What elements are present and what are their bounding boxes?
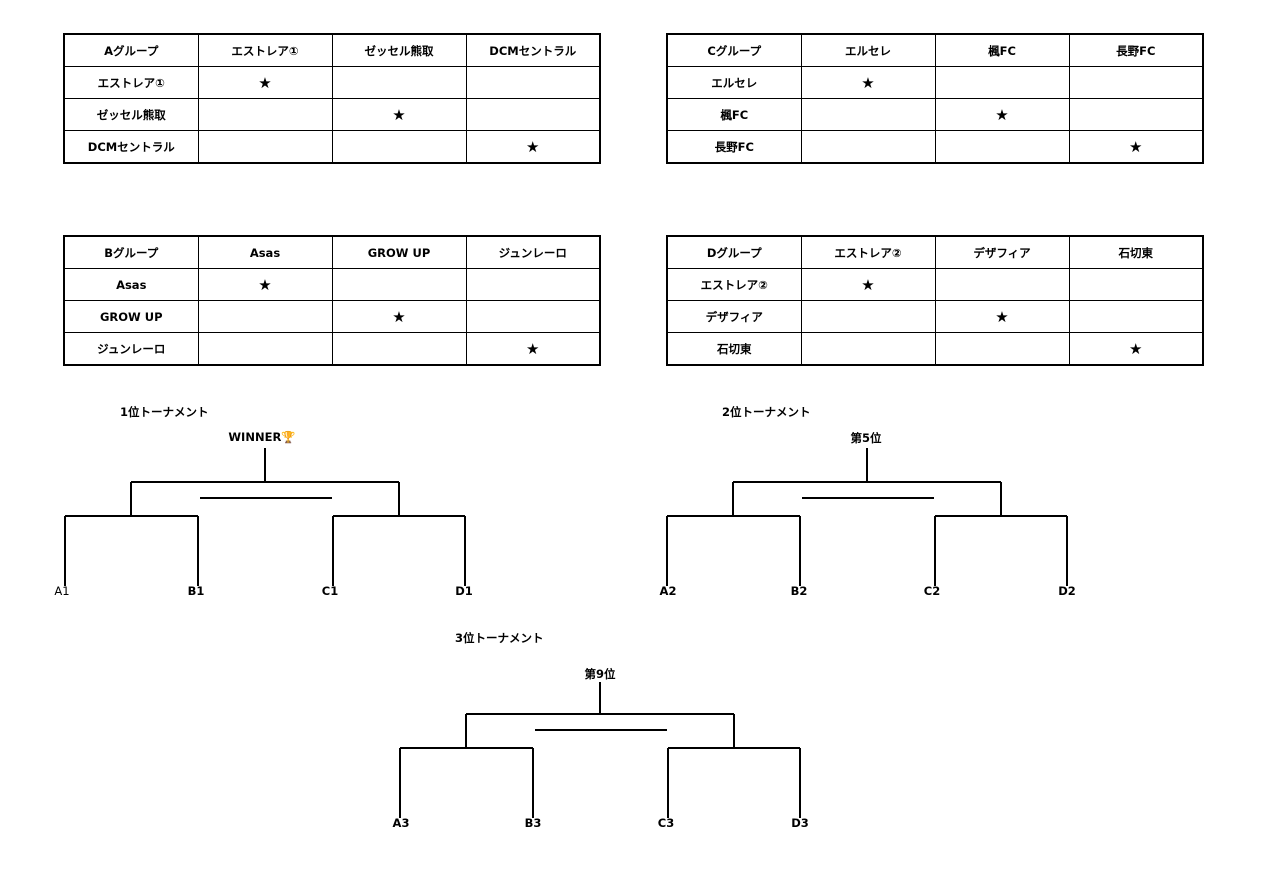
tournament-1-slot-a1: A1 (54, 584, 70, 598)
tournament-1-slot-c1: C1 (321, 584, 339, 598)
team-row-header: 長野FC (666, 130, 802, 164)
team-column-header: GROW UP (331, 235, 467, 269)
result-cell (934, 130, 1070, 164)
team-row-header: エストレア② (666, 268, 802, 301)
team-row-header: 楓FC (666, 98, 802, 131)
star-icon: ★ (465, 332, 601, 366)
tournament-2-slot-d2: D2 (1058, 584, 1076, 598)
star-icon: ★ (1068, 332, 1204, 366)
team-column-header: 楓FC (934, 33, 1070, 67)
result-cell (800, 300, 936, 333)
star-icon: ★ (465, 130, 601, 164)
team-row-header: デザフィア (666, 300, 802, 333)
group-c-row: エルセレ★ (666, 66, 1204, 99)
result-cell (197, 332, 333, 366)
group-b-row: ジュンレーロ ★ (63, 332, 601, 366)
team-column-header: エルセレ (800, 33, 936, 67)
star-icon: ★ (800, 66, 936, 99)
star-icon: ★ (934, 98, 1070, 131)
tournament-2-top-label: 第5位 (850, 431, 882, 445)
team-row-header: ゼッセル熊取 (63, 98, 199, 131)
result-cell (331, 332, 467, 366)
team-column-header: ジュンレーロ (465, 235, 601, 269)
result-cell (1068, 300, 1204, 333)
tournament-1-title: 1位トーナメント (120, 405, 209, 419)
tournament-3-slot-c3: C3 (657, 816, 675, 830)
tournament-1-top-label: WINNER🏆 (228, 430, 296, 444)
tournament-1-slot-b1: B1 (187, 584, 205, 598)
tournament-3-top-label: 第9位 (584, 667, 616, 681)
star-icon: ★ (331, 98, 467, 131)
tournament-2-slot-a2: A2 (659, 584, 677, 598)
team-row-header: DCMセントラル (63, 130, 199, 164)
tournament-3-slot-b3: B3 (524, 816, 542, 830)
tournament-3-slot-d3: D3 (791, 816, 809, 830)
team-column-header: デザフィア (934, 235, 1070, 269)
result-cell (800, 98, 936, 131)
result-cell (465, 300, 601, 333)
group-a-row: DCMセントラル ★ (63, 130, 601, 164)
result-cell (934, 268, 1070, 301)
result-cell (800, 332, 936, 366)
tournament-2-slot-c2: C2 (923, 584, 941, 598)
tournament-3-slot-a3: A3 (392, 816, 410, 830)
result-cell (465, 66, 601, 99)
group-d-row: デザフィア★ (666, 300, 1204, 333)
tournament-2-slot-b2: B2 (790, 584, 808, 598)
star-icon: ★ (331, 300, 467, 333)
group-a-row: ゼッセル熊取 ★ (63, 98, 601, 131)
result-cell (934, 332, 1070, 366)
star-icon: ★ (1068, 130, 1204, 164)
team-column-header: 石切東 (1068, 235, 1204, 269)
result-cell (934, 66, 1070, 99)
result-cell (465, 98, 601, 131)
result-cell (331, 130, 467, 164)
team-row-header: 石切東 (666, 332, 802, 366)
tournament-2-title: 2位トーナメント (722, 405, 811, 419)
result-cell (1068, 66, 1204, 99)
group-c-row: 楓FC ★ (666, 98, 1204, 131)
group-title-cell: Cグループ (666, 33, 802, 67)
team-row-header: ジュンレーロ (63, 332, 199, 366)
star-icon: ★ (800, 268, 936, 301)
result-cell (1068, 98, 1204, 131)
group-d-row: 石切東 ★ (666, 332, 1204, 366)
result-cell (465, 268, 601, 301)
group-b-row: GROW UP★ (63, 300, 601, 333)
result-cell (197, 300, 333, 333)
group-a-row: エストレア①★ (63, 66, 601, 99)
team-row-header: エルセレ (666, 66, 802, 99)
group-title-cell: Bグループ (63, 235, 199, 269)
group-title-cell: Dグループ (666, 235, 802, 269)
result-cell (197, 130, 333, 164)
tournament-3-title: 3位トーナメント (455, 631, 544, 645)
tournament-1-slot-d1: D1 (455, 584, 473, 598)
team-column-header: 長野FC (1068, 33, 1204, 67)
result-cell (197, 98, 333, 131)
team-column-header: エストレア① (197, 33, 333, 67)
group-c-row: 長野FC ★ (666, 130, 1204, 164)
